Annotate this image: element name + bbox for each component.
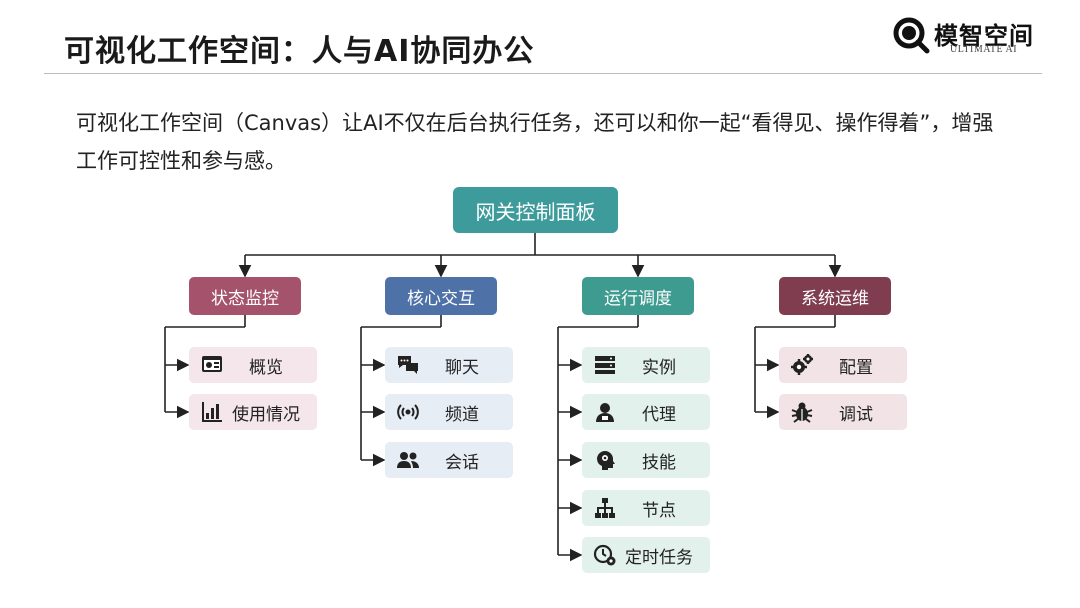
leaf-label: 技能 — [642, 452, 676, 473]
gears-icon — [789, 352, 815, 378]
clock-gear-icon — [592, 542, 618, 568]
leaf-node: 使用情况 — [189, 394, 317, 430]
leaf-label: 聊天 — [445, 357, 479, 378]
slide-title: 可视化工作空间：人与AI协同办公 — [64, 34, 535, 69]
leaf-label: 实例 — [642, 357, 676, 378]
users-icon — [395, 447, 421, 473]
magnifier-logo-icon — [893, 17, 930, 54]
leaf-label: 会话 — [445, 452, 479, 473]
leaf-node: 会话 — [385, 442, 513, 478]
leaf-node: 实例 — [582, 347, 710, 383]
leaf-label: 配置 — [839, 357, 873, 378]
category-node: 状态监控 — [189, 277, 301, 315]
logo-name: 模智空间 — [934, 22, 1034, 50]
root-node: 网关控制面板 — [453, 187, 618, 233]
leaf-label: 节点 — [642, 500, 676, 521]
leaf-node: 代理 — [582, 394, 710, 430]
leaf-node: 频道 — [385, 394, 513, 430]
leaf-label: 频道 — [445, 404, 479, 425]
leaf-node: 配置 — [779, 347, 907, 383]
title-divider — [44, 73, 1042, 74]
server-icon — [592, 352, 618, 378]
leaf-node: 节点 — [582, 490, 710, 526]
leaf-node: 调试 — [779, 394, 907, 430]
brain-gear-icon — [592, 447, 618, 473]
leaf-label: 使用情况 — [232, 404, 300, 425]
leaf-label: 概览 — [249, 357, 283, 378]
category-node: 运行调度 — [582, 277, 694, 315]
bug-icon — [789, 399, 815, 425]
leaf-label: 定时任务 — [625, 547, 693, 568]
leaf-node: 聊天 — [385, 347, 513, 383]
dashboard-icon — [199, 352, 225, 378]
leaf-node: 技能 — [582, 442, 710, 478]
brand-logo: 模智空间 ULTIMATE AI — [890, 14, 1050, 62]
chat-bubbles-icon — [395, 352, 421, 378]
leaf-node: 定时任务 — [582, 537, 710, 573]
category-node: 核心交互 — [385, 277, 497, 315]
agent-icon — [592, 399, 618, 425]
leaf-label: 代理 — [642, 404, 676, 425]
bar-chart-icon — [199, 399, 225, 425]
logo-subtitle: ULTIMATE AI — [950, 44, 1018, 55]
broadcast-icon — [395, 399, 421, 425]
category-node: 系统运维 — [779, 277, 891, 315]
leaf-node: 概览 — [189, 347, 317, 383]
leaf-label: 调试 — [839, 404, 873, 425]
hierarchy-icon — [592, 495, 618, 521]
intro-paragraph: 可视化工作空间（Canvas）让AI不仅在后台执行任务，还可以和你一起“看得见、… — [76, 111, 994, 173]
